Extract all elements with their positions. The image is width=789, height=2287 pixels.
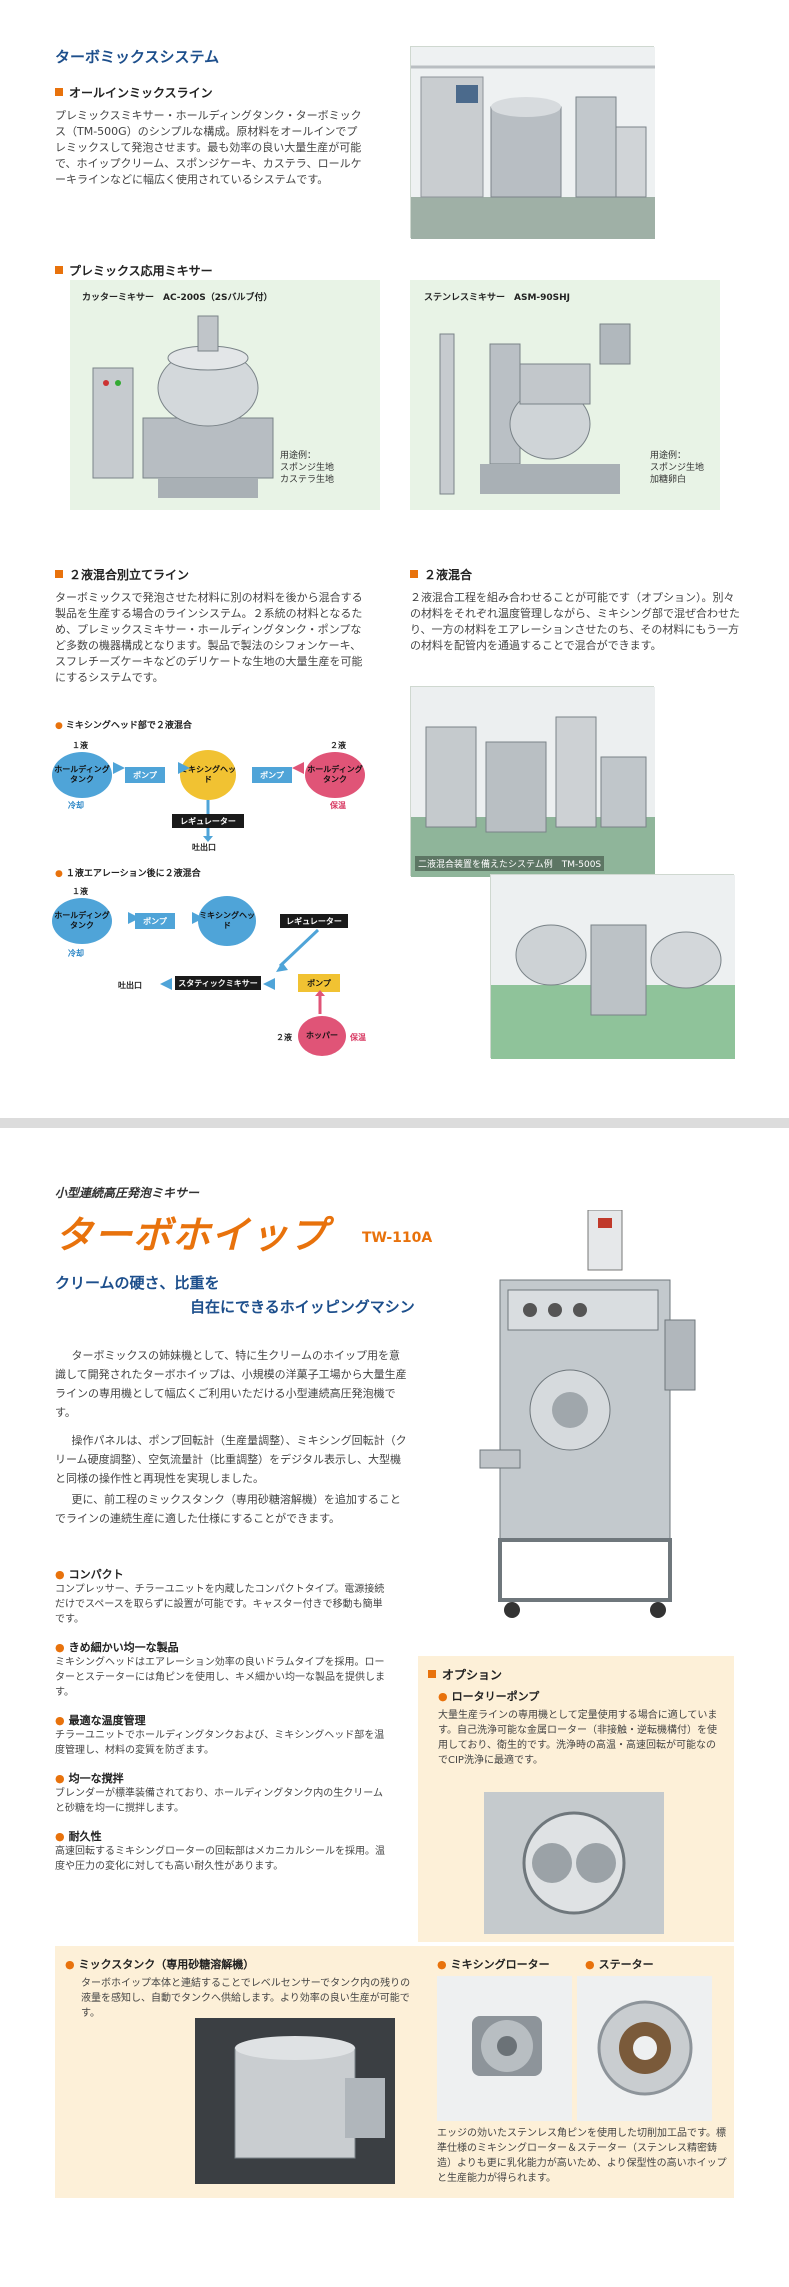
- flow2-liquid2: ２液: [276, 1033, 292, 1042]
- stainless-mixer-image: [439, 323, 631, 495]
- two-line-heading: ２液混合別立てライン: [55, 566, 189, 583]
- system-photo-2-illustration: [491, 875, 735, 1059]
- flow2-title: ●１液エアレーション後に２液混合: [55, 869, 201, 879]
- flow1-pump1: ポンプ: [125, 767, 165, 783]
- flow2-static-mixer: スタティックミキサー: [175, 976, 261, 990]
- feature-title: ●耐久性: [55, 1830, 102, 1843]
- stainless-use-1: スポンジ生地: [650, 463, 705, 473]
- catch-line-1: クリームの硬さ、比重を: [55, 1274, 220, 1292]
- option-box: オプション ●ロータリーポンプ 大量生産ラインの専用機として定量使用する場合に適…: [418, 1656, 734, 1942]
- feature-title: ●均一な撹拌: [55, 1772, 124, 1785]
- feature-text: ブレンダーが標準装備されており、ホールディングタンク内の生クリームと砂糖を均一に…: [55, 1788, 383, 1814]
- feature-item: ●最適な温度管理 チラーユニットでホールディングタンクおよび、ミキシングヘッド部…: [55, 1712, 390, 1758]
- cutter-mixer-panel: カッターミキサー AC-200S（2Sバルブ付） 用途例： スポンジ生地 カステ…: [70, 280, 380, 510]
- flow2-pump2: ポンプ: [298, 974, 340, 992]
- flow1-cold: 冷却: [68, 801, 84, 810]
- flow1-regulator: レギュレーター: [172, 814, 244, 828]
- feature-item: ●きめ細かい均一な製品 ミキシングヘッドはエアレーション効率の良いドラムタイプを…: [55, 1639, 390, 1700]
- rotor-text: エッジの効いたステンレス角ピンを使用した切削加工品です。標準仕様のミキシングロー…: [437, 2128, 727, 2184]
- feature-text: 高速回転するミキシングローターの回転部はメカニカルシールを採用。温度や圧力の変化…: [55, 1846, 385, 1872]
- cutter-use-label: 用途例：: [280, 451, 317, 461]
- turbo-whip-machine-image: [479, 1210, 696, 1618]
- feature-item: ●コンパクト コンプレッサー、チラーユニットを内蔵したコンパクトタイプ。電源接続…: [55, 1566, 390, 1627]
- feature-text: ミキシングヘッドはエアレーション効率の良いドラムタイプを採用。ローターとステータ…: [55, 1657, 385, 1698]
- option-heading: オプション: [428, 1666, 502, 1683]
- flow1-liquid1: １液: [72, 741, 88, 750]
- features-list: ●コンパクト コンプレッサー、チラーユニットを内蔵したコンパクトタイプ。電源接続…: [55, 1566, 390, 1886]
- product-model: TW-110A: [362, 1230, 433, 1246]
- flow2-liquid1: １液: [72, 887, 88, 896]
- stator-title: ●ステーター: [585, 1958, 654, 1971]
- flow1-liquid2: ２液: [330, 741, 346, 750]
- flow1-pump2: ポンプ: [252, 767, 292, 783]
- flow2-regulator: レギュレーター: [280, 914, 348, 928]
- mixtank-text: ターボホイップ本体と連結することでレベルセンサーでタンク内の残りの液量を感知し、…: [81, 1978, 411, 2019]
- feature-item: ●均一な撹拌 ブレンダーが標準装備されており、ホールディングタンク内の生クリーム…: [55, 1770, 390, 1816]
- allinone-text: プレミックスミキサー・ホールディングタンク・ターボミックス（TM-500G）のシ…: [55, 109, 362, 186]
- allinone-heading: オールインミックスライン: [55, 84, 213, 101]
- flow1-arrows: [113, 762, 304, 842]
- flow1-tank1: ホールディングタンク: [52, 752, 112, 798]
- rotary-pump-text: 大量生産ラインの専用機として定量使用する場合に適しています。自己洗浄可能な金属ロ…: [438, 1710, 718, 1766]
- bottom-band: ●ミックスタンク（専用砂糖溶解機） ターボホイップ本体と連結することでレベルセン…: [55, 1946, 734, 2198]
- feature-title: ●きめ細かい均一な製品: [55, 1641, 179, 1654]
- feature-item: ●耐久性 高速回転するミキシングローターの回転部はメカニカルシールを採用。温度や…: [55, 1828, 390, 1874]
- feature-title: ●最適な温度管理: [55, 1714, 146, 1727]
- two-mix-text: ２液混合工程を組み合わせることが可能です（オプション）。別々の材料をそれぞれ温度…: [410, 591, 740, 652]
- flow2-head: ミキシングヘッド: [198, 896, 256, 946]
- rotor-title: ●ミキシングローター: [437, 1958, 550, 1971]
- cutter-use-1: スポンジ生地: [280, 463, 335, 473]
- flow1-tank2: ホールディングタンク: [305, 752, 365, 798]
- catch-line-2: 自在にできるホイッピングマシン: [190, 1298, 415, 1316]
- rotary-pump-title: ●ロータリーポンプ: [438, 1690, 540, 1703]
- section-divider: [0, 1118, 789, 1128]
- flow1-title: ●ミキシングヘッド部で２液混合: [55, 721, 192, 731]
- allinone-photo: [410, 46, 655, 239]
- flow2-hopper: ホッパー: [298, 1016, 346, 1056]
- intro-1: ターボミックスの姉妹機として、特に生クリームのホイップ用を意識して開発されたター…: [55, 1349, 407, 1419]
- flow2-cold: 冷却: [68, 949, 84, 958]
- rotor-image: [437, 1976, 572, 2121]
- cutter-mixer-image: [92, 315, 274, 498]
- flow2-pump: ポンプ: [135, 913, 175, 929]
- cutter-use: 用途例： スポンジ生地 カステラ生地: [280, 450, 334, 486]
- stator-image: [577, 1976, 712, 2121]
- premix-heading: プレミックス応用ミキサー: [55, 262, 213, 279]
- intro-2: 操作パネルは、ポンプ回転計（生産量調整）、ミキシング回転計（クリーム硬度調整）、…: [55, 1434, 407, 1485]
- feature-title: ●コンパクト: [55, 1568, 124, 1581]
- stainless-use-2: 加糖卵白: [650, 475, 687, 485]
- cutter-mixer-title: カッターミキサー AC-200S（2Sバルブ付）: [82, 293, 273, 303]
- flow1-warm: 保温: [330, 801, 346, 810]
- two-mix-photo-caption: 二液混合装置を備えたシステム例 TM-500S: [415, 856, 605, 871]
- flow2-tank: ホールディングタンク: [52, 898, 112, 944]
- stainless-mixer-panel: ステンレスミキサー ASM-90SHJ 用途例： スポンジ生地 加糖卵白: [410, 280, 720, 510]
- flow1-outlet: 吐出口: [192, 843, 216, 852]
- two-mix-photo-2: [490, 874, 735, 1059]
- flow2-warm: 保温: [350, 1033, 366, 1042]
- flow2-arrows: [128, 912, 325, 1014]
- flow2-outlet: 吐出口: [118, 981, 142, 990]
- flow1-head: ミキシングヘッド: [180, 750, 236, 800]
- stainless-mixer-title: ステンレスミキサー ASM-90SHJ: [424, 293, 571, 303]
- rotary-pump-image: [484, 1792, 664, 1934]
- feature-text: コンプレッサー、チラーユニットを内蔵したコンパクトタイプ。電源接続だけでスペース…: [55, 1584, 385, 1625]
- product-title: ターボホイップ: [55, 1213, 329, 1257]
- stainless-use-label: 用途例：: [650, 451, 687, 461]
- two-mix-photo-1: 二液混合装置を備えたシステム例 TM-500S: [410, 686, 655, 877]
- intro-3: 更に、前工程のミックスタンク（専用砂糖溶解機）を追加することでラインの連続生産に…: [55, 1493, 401, 1525]
- mixtank-image: [195, 2018, 395, 2184]
- two-line-text: ターボミックスで発泡させた材料に別の材料を後から混合する製品を生産する場合のライ…: [55, 591, 363, 684]
- system-photo-illustration: [411, 687, 655, 877]
- section-title: ターボミックスシステム: [55, 48, 220, 66]
- mixtank-title: ●ミックスタンク（専用砂糖溶解機）: [65, 1958, 255, 1971]
- cutter-use-2: カステラ生地: [280, 475, 335, 485]
- machine-illustration: [411, 47, 655, 239]
- feature-text: チラーユニットでホールディングタンクおよび、ミキシングヘッド部を温度管理し、材料…: [55, 1730, 385, 1756]
- stainless-use: 用途例： スポンジ生地 加糖卵白: [650, 450, 704, 486]
- two-mix-heading: ２液混合: [410, 566, 472, 583]
- product-subtitle: 小型連続高圧発泡ミキサー: [55, 1186, 200, 1200]
